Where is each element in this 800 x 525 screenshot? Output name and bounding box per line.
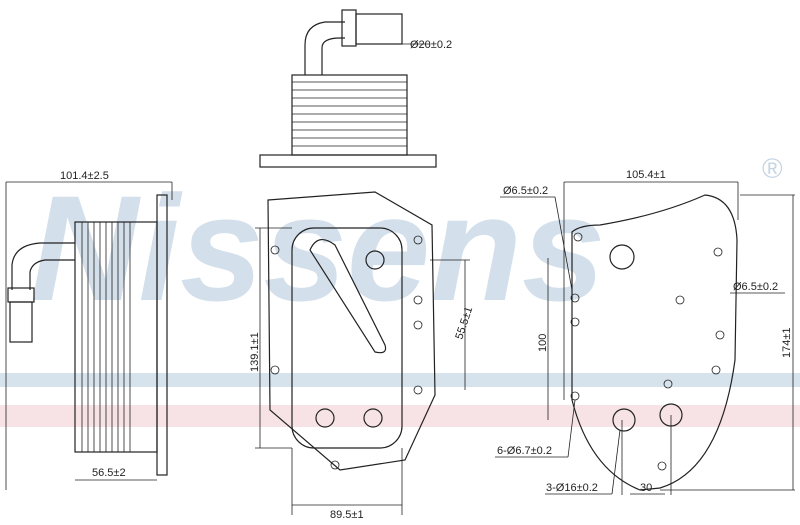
rear-view: 105.4±1 Ø6.5±0.2 100 Ø6.5±0.2 174±1 6-Ø6…: [495, 169, 795, 495]
bolt-holes-label: 6-Ø6.7±0.2: [497, 445, 552, 457]
watermark-band-red: [0, 405, 800, 427]
pipe-diameter-label: Ø20±0.2: [410, 39, 452, 51]
side-depth-label: 101.4±2.5: [60, 170, 109, 182]
top-view: Ø20±0.2: [259, 9, 452, 168]
rear-height-label: 174±1: [781, 327, 793, 358]
rear-width-label: 105.4±1: [626, 169, 666, 181]
side-view: 101.4±2.5 56.5±2: [5, 170, 173, 490]
registered-mark: ®: [762, 153, 783, 184]
watermark-band-blue: [0, 373, 800, 387]
side-body-depth-label: 56.5±2: [92, 467, 126, 479]
watermark-logo: Nissens: [30, 164, 605, 332]
port-spacing-label: 30: [640, 482, 652, 494]
rear-hole-top-label: Ø6.5±0.2: [503, 185, 548, 197]
ports-label: 3-Ø16±0.2: [546, 482, 598, 494]
front-width-label: 89.5±1: [330, 509, 364, 521]
front-height-label: 139.1±1: [249, 332, 261, 372]
rear-hole-right-label: Ø6.5±0.2: [733, 281, 778, 293]
rear-hole-spacing-label: 100: [537, 334, 549, 352]
